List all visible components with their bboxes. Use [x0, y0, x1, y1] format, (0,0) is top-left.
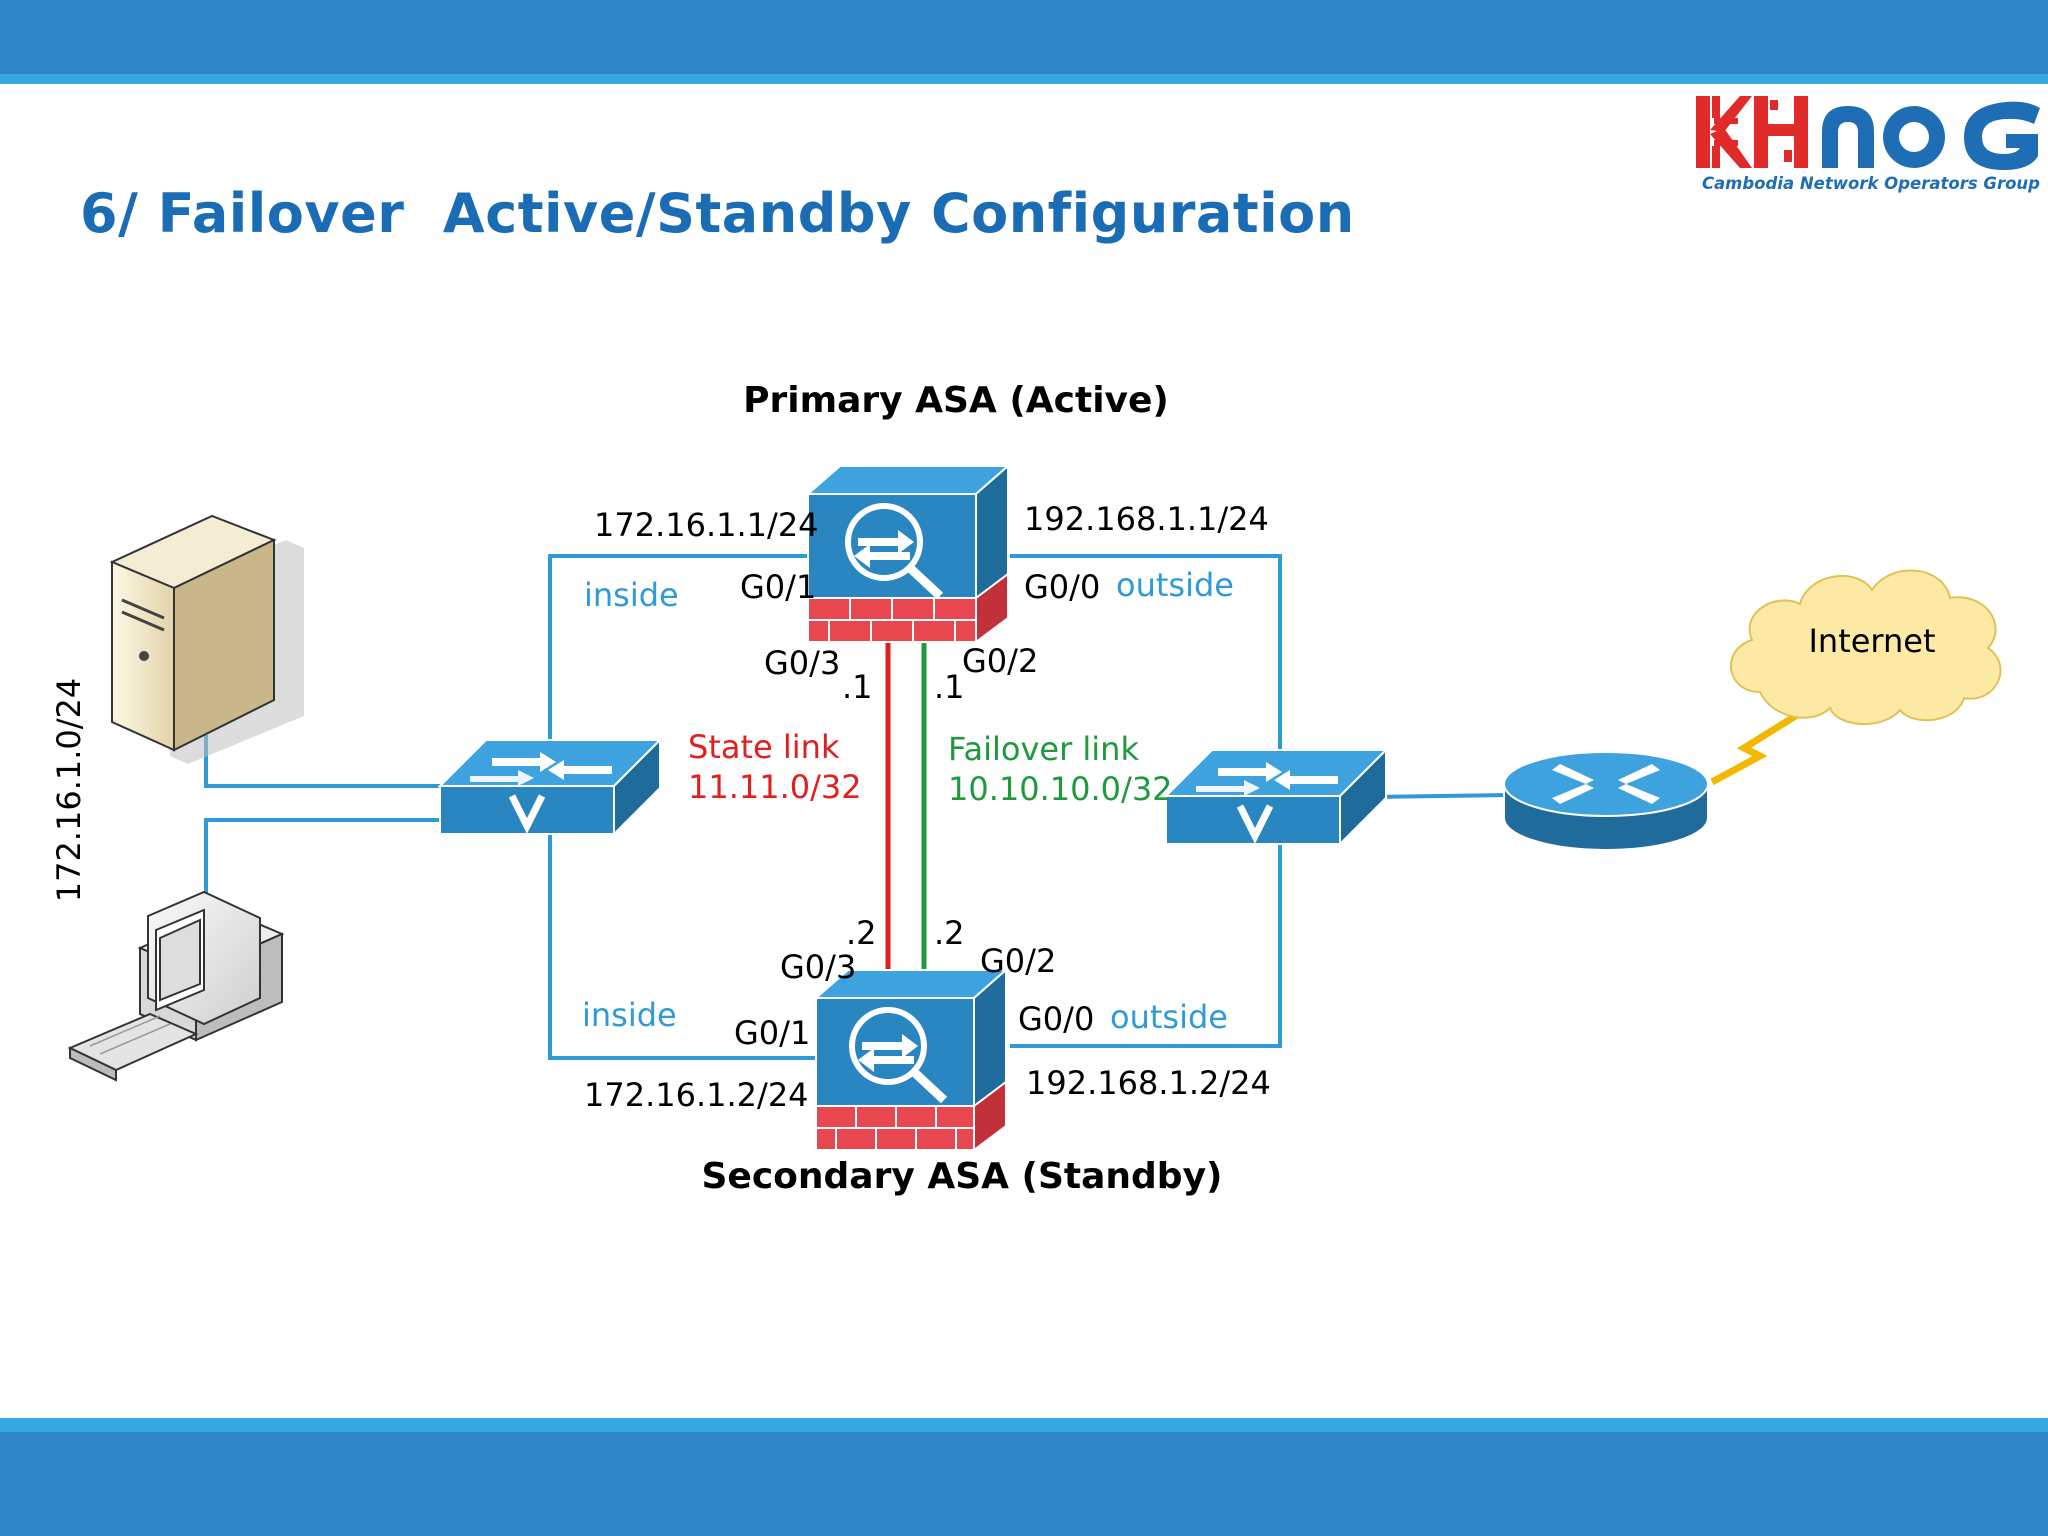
secondary-outside-port: G0/0: [1018, 1000, 1094, 1038]
switch-icon-left: [437, 737, 663, 837]
link-switch-to-secondary-inside: [548, 835, 818, 1060]
primary-failover-port: G0/2: [962, 642, 1038, 680]
primary-outside-zone-label: outside: [1116, 566, 1234, 604]
state-link-label: State link: [688, 728, 840, 766]
secondary-state-port: G0/3: [780, 948, 856, 986]
logo-tagline: Cambodia Network Operators Group: [1701, 174, 2040, 193]
server-icon: [109, 514, 304, 764]
asa-firewall-icon-secondary: [813, 967, 1009, 1152]
secondary-failover-port: G0/2: [980, 942, 1056, 980]
router-icon: [1503, 751, 1709, 851]
top-banner: [0, 0, 2048, 74]
link-primary-outside-to-switch: [1010, 554, 1282, 760]
lightning-link-icon: [1710, 699, 1820, 786]
primary-inside-zone-label: inside: [584, 576, 679, 614]
link-switch-to-primary-inside: [548, 554, 810, 755]
secondary-inside-port: G0/1: [734, 1014, 810, 1052]
primary-state-port: G0/3: [764, 644, 840, 682]
primary-asa-title: Primary ASA (Active): [743, 380, 1169, 421]
link-secondary-outside-to-switch: [1010, 840, 1282, 1048]
asa-firewall-icon-primary: [805, 463, 1011, 644]
link-pc-to-switch: [204, 818, 440, 900]
link-lines: [204, 554, 1511, 1060]
lan-subnet-label: 172.16.1.0/24: [50, 678, 88, 903]
state-link-subnet: 11.11.0/32: [688, 768, 862, 806]
cloud-icon: [1729, 569, 2002, 725]
secondary-state-host: .2: [846, 914, 877, 952]
workstation-icon: [67, 890, 285, 1082]
primary-outside-port: G0/0: [1024, 568, 1100, 606]
slide-title: 6/ Failover Active/Standby Configuration: [80, 182, 1355, 245]
secondary-asa-title: Secondary ASA (Standby): [701, 1156, 1222, 1197]
secondary-outside-ip: 192.168.1.2/24: [1026, 1064, 1271, 1102]
internet-label: Internet: [1808, 622, 1935, 660]
bottom-banner: [0, 1432, 2048, 1536]
failover-link-label: Failover link: [948, 730, 1139, 768]
primary-inside-ip: 172.16.1.1/24: [594, 506, 819, 544]
bottom-banner-accent: [0, 1418, 2048, 1432]
primary-state-host: .1: [842, 668, 873, 706]
secondary-outside-zone-label: outside: [1110, 998, 1228, 1036]
failover-link-subnet: 10.10.10.0/32: [948, 770, 1173, 808]
primary-outside-ip: 192.168.1.1/24: [1024, 500, 1269, 538]
secondary-inside-zone-label: inside: [582, 996, 677, 1034]
secondary-inside-ip: 172.16.1.2/24: [584, 1076, 809, 1114]
switch-icon-right: [1163, 747, 1389, 847]
link-switch-to-router: [1369, 793, 1511, 799]
primary-failover-host: .1: [934, 668, 965, 706]
secondary-failover-host: .2: [934, 914, 965, 952]
link-server-to-switch: [204, 735, 440, 788]
primary-inside-port: G0/1: [740, 568, 816, 606]
khnog-logo: [1696, 96, 2040, 170]
top-banner-accent: [0, 74, 2048, 84]
